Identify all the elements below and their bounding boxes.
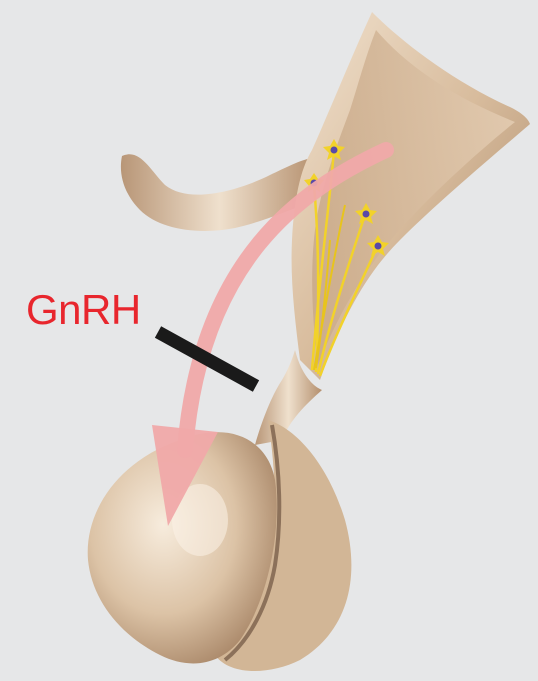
gnrh-label: GnRH (26, 286, 141, 334)
